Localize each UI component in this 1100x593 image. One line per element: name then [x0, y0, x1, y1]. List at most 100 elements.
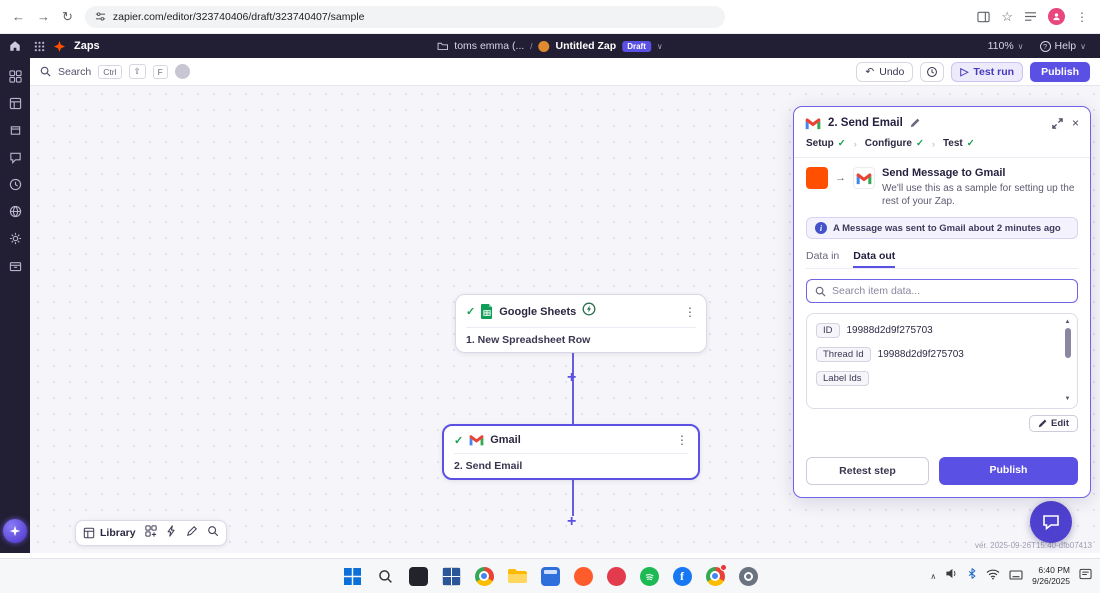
tab-setup[interactable]: Setup✓ — [806, 138, 846, 149]
browser-menu-icon[interactable]: ⋮ — [1076, 9, 1088, 24]
home-button[interactable] — [0, 40, 30, 52]
taskbar-app-dark[interactable] — [407, 565, 429, 587]
panel-step-tabs: Setup✓ › Configure✓ › Test✓ — [794, 136, 1090, 158]
close-panel-icon[interactable]: × — [1071, 116, 1079, 130]
canvas-dock: Library — [75, 520, 227, 546]
chevron-down-icon[interactable]: ∨ — [656, 41, 663, 51]
sidebar-item-dashboard[interactable] — [8, 70, 22, 83]
taskbar-clock[interactable]: 6:40 PM 9/26/2025 — [1032, 565, 1070, 587]
reading-list-icon[interactable] — [1024, 11, 1037, 22]
start-button[interactable] — [341, 565, 363, 587]
source-app-icon — [806, 167, 828, 189]
sidebar-item-tables[interactable] — [9, 97, 22, 110]
data-row[interactable]: ID 19988d2d9f275703 — [816, 323, 1055, 338]
tray-chevron-up-icon[interactable]: ∧ — [930, 571, 937, 581]
node-menu-icon[interactable]: ⋮ — [684, 304, 696, 319]
add-step-icon[interactable]: + — [567, 369, 577, 386]
sidebar-item-canvas[interactable] — [9, 205, 22, 218]
scroll-thumb[interactable] — [1064, 328, 1071, 358]
volume-icon[interactable] — [945, 567, 958, 585]
taskbar-app-window[interactable] — [539, 565, 561, 587]
canvas-search[interactable]: Search — [58, 65, 92, 78]
back-icon[interactable]: ← — [12, 9, 25, 24]
facebook-icon[interactable]: f — [671, 565, 693, 587]
zoom-tool-icon[interactable] — [207, 524, 219, 542]
copilot-button[interactable] — [3, 519, 27, 543]
tab-data-out[interactable]: Data out — [853, 250, 896, 268]
field-value: 19988d2d9f275703 — [877, 349, 964, 360]
app-switcher-icon[interactable] — [34, 41, 45, 52]
taskbar-app-table[interactable] — [440, 565, 462, 587]
retest-step-button[interactable]: Retest step — [806, 457, 929, 485]
step-node-google-sheets[interactable]: ✓ Google Sheets ⋮ 1. New Spreadsheet Row — [455, 294, 707, 353]
help-menu[interactable]: ? Help ∨ — [1039, 40, 1086, 52]
spotify-icon[interactable] — [638, 565, 660, 587]
notification-center-icon[interactable] — [1079, 567, 1092, 585]
item-data-search[interactable] — [806, 279, 1078, 303]
chat-widget-button[interactable] — [1030, 501, 1072, 543]
tab-configure[interactable]: Configure✓ — [864, 138, 924, 149]
taskbar-chrome-badged-icon[interactable] — [704, 564, 727, 587]
touch-keyboard-icon[interactable] — [1009, 567, 1023, 585]
step-node-gmail[interactable]: ✓ Gmail ⋮ 2. Send Email — [442, 424, 700, 480]
history-button[interactable] — [920, 61, 945, 82]
undo-button[interactable]: ↶Undo — [856, 61, 914, 82]
zoom-control[interactable]: 110% ∨ — [987, 40, 1024, 52]
expand-panel-icon[interactable] — [1052, 117, 1063, 129]
side-panel-icon[interactable] — [977, 11, 990, 23]
sidebar-item-history[interactable] — [9, 178, 22, 191]
search-icon — [815, 286, 826, 297]
tab-test[interactable]: Test✓ — [942, 138, 975, 149]
taskbar-app-orange[interactable] — [572, 565, 594, 587]
scrollbar[interactable]: ▲ ▼ — [1062, 319, 1073, 403]
edit-button[interactable]: Edit — [1029, 415, 1078, 432]
site-info-icon[interactable] — [95, 11, 106, 22]
item-data-search-input[interactable] — [832, 285, 1069, 297]
sidebar-item-chatbots[interactable] — [9, 151, 22, 164]
sidebar-item-interfaces[interactable] — [9, 124, 22, 137]
sidebar-item-app-connections[interactable] — [9, 259, 22, 272]
taskbar-app-gray[interactable] — [737, 565, 759, 587]
annotate-icon[interactable] — [186, 524, 198, 542]
panel-publish-button[interactable]: Publish — [938, 457, 1078, 485]
connector-line — [572, 480, 574, 516]
publish-button[interactable]: Publish — [1030, 61, 1090, 82]
node-step-title: 1. New Spreadsheet Row — [466, 327, 696, 346]
forward-icon[interactable]: → — [37, 9, 50, 24]
scroll-down-icon[interactable]: ▼ — [1064, 396, 1071, 402]
data-row[interactable]: Thread Id 19988d2d9f275703 — [816, 347, 1055, 362]
file-explorer-icon[interactable] — [506, 565, 528, 587]
test-run-button[interactable]: ▷Test run — [951, 61, 1024, 82]
field-key: ID — [816, 323, 840, 338]
url-bar[interactable]: zapier.com/editor/323740406/draft/323740… — [84, 5, 725, 28]
product-name[interactable]: Zaps — [74, 40, 100, 52]
zap-title[interactable]: Untitled Zap — [555, 40, 617, 52]
bluetooth-icon[interactable] — [967, 567, 977, 585]
search-icon — [40, 66, 51, 77]
success-check-icon: ✓ — [466, 306, 476, 318]
add-step-icon[interactable]: + — [567, 513, 577, 530]
browser-chrome: ← → ↻ zapier.com/editor/323740406/draft/… — [0, 0, 1100, 34]
folder-name[interactable]: toms emma (... — [454, 40, 525, 52]
layout-tool-icon[interactable] — [144, 524, 157, 542]
taskbar-app-red[interactable] — [605, 565, 627, 587]
zapier-topbar: Zaps toms emma (... / Untitled Zap Draft… — [0, 34, 1100, 58]
bookmark-star-icon[interactable]: ☆ — [1001, 8, 1013, 24]
step-detail-panel: 2. Send Email × Setup✓ › Configure✓ › Te… — [793, 106, 1091, 498]
node-menu-icon[interactable]: ⋮ — [676, 433, 688, 447]
library-button[interactable]: Library — [83, 527, 136, 539]
panel-title: 2. Send Email — [828, 117, 903, 129]
rename-pencil-icon[interactable] — [910, 118, 920, 128]
reload-icon[interactable]: ↻ — [62, 8, 73, 24]
data-row[interactable]: Label Ids — [816, 371, 1055, 386]
wifi-icon[interactable] — [986, 567, 1000, 585]
sidebar-item-settings[interactable] — [9, 232, 22, 245]
taskbar-chrome-icon[interactable] — [473, 565, 495, 587]
scroll-up-icon[interactable]: ▲ — [1064, 319, 1071, 325]
taskbar-search-icon[interactable] — [374, 565, 396, 587]
quick-action-icon[interactable] — [166, 524, 177, 542]
canvas[interactable]: + + ✓ Google Sheets ⋮ 1. New Spreadsheet… — [30, 86, 1100, 553]
instant-trigger-icon[interactable] — [582, 302, 596, 321]
profile-avatar[interactable] — [1048, 8, 1065, 25]
tab-data-in[interactable]: Data in — [806, 250, 840, 262]
